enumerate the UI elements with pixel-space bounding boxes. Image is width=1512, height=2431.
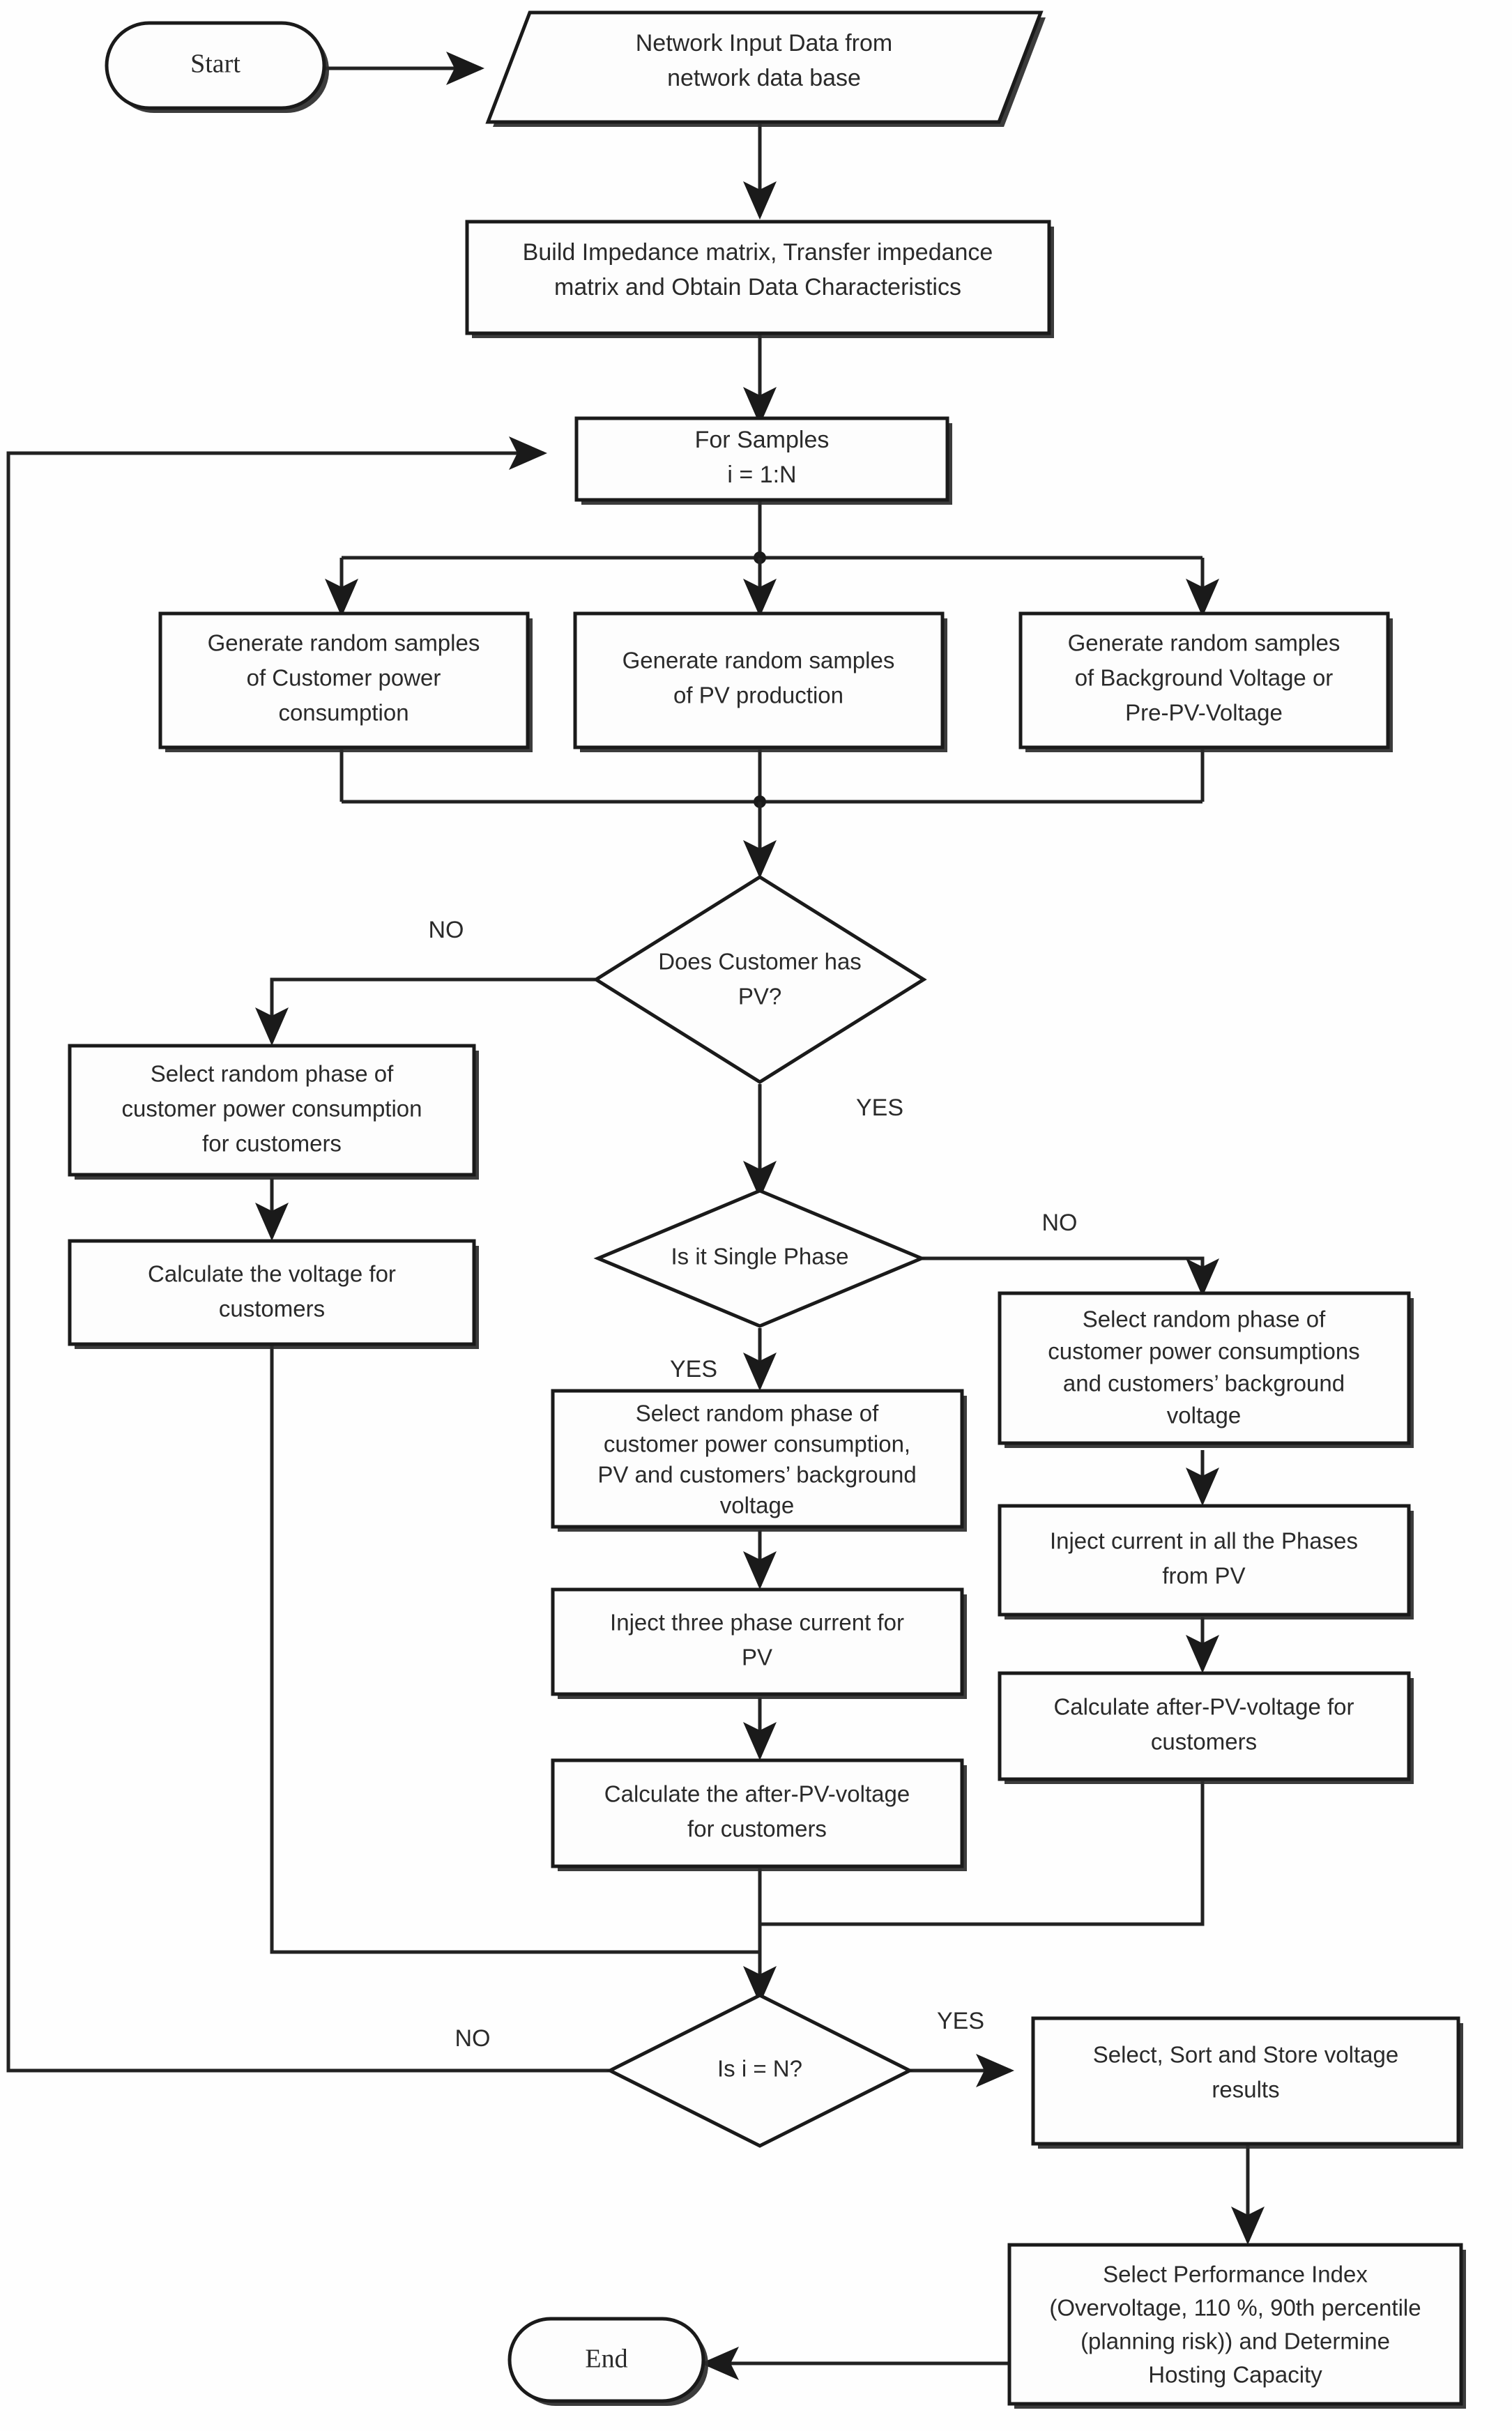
edge-single-no	[920, 1256, 1219, 1297]
node-start[interactable]: Start	[105, 21, 329, 113]
node-build-line1: Build Impedance matrix, Transfer impedan…	[523, 239, 993, 266]
node-single-phase[interactable]: Is it Single Phase	[593, 1189, 926, 1328]
edge-label-single-yes: YES	[670, 1356, 717, 1382]
node-haspv-line2: PV?	[738, 984, 781, 1009]
edge-label-isin-no: NO	[455, 2025, 491, 2052]
node-build-line2: matrix and Obtain Data Characteristics	[554, 274, 961, 300]
edge-calcvolt-to-merge	[270, 1346, 760, 1954]
node-input-data[interactable]: Network Input Data from network data bas…	[485, 10, 1046, 127]
node-inject3ph-line1: Inject three phase current for	[610, 1610, 904, 1636]
edge-label-haspv-no: NO	[429, 917, 464, 943]
node-selphase3ph-line1: Select random phase of	[1083, 1306, 1326, 1332]
edge-isin-no-loop	[6, 436, 613, 2073]
node-selphase3ph-line4: voltage	[1167, 1403, 1241, 1428]
node-selphase1ph-line2: customer power consumption,	[604, 1431, 910, 1457]
node-input-line2: network data base	[667, 65, 861, 91]
node-index-line2: (Overvoltage, 110 %, 90th percentile	[1049, 2295, 1421, 2321]
node-selphase3ph-line2: customer power consumptions	[1048, 1339, 1360, 1364]
edge-label-isin-yes: YES	[937, 2008, 984, 2034]
node-isin-line1: Is i = N?	[717, 2056, 802, 2082]
node-calcafterpv1ph-line2: for customers	[687, 1816, 827, 1842]
node-end[interactable]: End	[507, 2317, 708, 2406]
node-inject3ph-line2: PV	[742, 1645, 772, 1670]
node-inject-all[interactable]: Inject current in all the Phases from PV	[998, 1504, 1414, 1620]
node-haspv-line1: Does Customer has	[658, 949, 862, 975]
node-select-phase-3ph[interactable]: Select random phase of customer power co…	[998, 1291, 1414, 1448]
node-genpv-line1: Generate random samples	[623, 648, 895, 673]
node-has-pv[interactable]: Does Customer has PV?	[593, 875, 927, 1084]
connectors	[6, 52, 1265, 2380]
node-selphasenopv-line3: for customers	[202, 1131, 342, 1157]
node-index-line3: (planning risk)) and Determine	[1080, 2329, 1390, 2354]
edge-label-single-no: NO	[1042, 1210, 1078, 1236]
node-calc-afterpv-1ph[interactable]: Calculate the after-PV-voltage for custo…	[551, 1758, 967, 1871]
node-input-line1: Network Input Data from	[636, 30, 892, 56]
node-select-phase-1ph[interactable]: Select random phase of customer power co…	[551, 1389, 967, 1532]
node-performance-index[interactable]: Select Performance Index (Overvoltage, 1…	[1007, 2243, 1466, 2409]
node-singlephase-line1: Is it Single Phase	[671, 1244, 849, 1270]
node-selphase1ph-line4: voltage	[720, 1493, 794, 1518]
node-selphasenopv-line1: Select random phase of	[151, 1061, 394, 1087]
node-index-line4: Hosting Capacity	[1148, 2362, 1322, 2388]
node-gen-background[interactable]: Generate random samples of Background Vo…	[1018, 611, 1393, 752]
node-calcafterpv3ph-line2: customers	[1151, 1729, 1257, 1755]
node-selphase3ph-line3: and customers’ background	[1063, 1371, 1345, 1396]
node-end-label: End	[585, 2345, 627, 2374]
edge-haspv-no	[254, 977, 596, 1046]
node-for-line1: For Samples	[695, 427, 830, 453]
node-is-i-n[interactable]: Is i = N?	[606, 1993, 914, 2148]
node-calcafterpv1ph-line1: Calculate the after-PV-voltage	[604, 1781, 910, 1807]
node-gen-pv[interactable]: Generate random samples of PV production	[573, 611, 947, 752]
node-inject-3ph[interactable]: Inject three phase current for PV	[551, 1587, 967, 1699]
node-build-matrix[interactable]: Build Impedance matrix, Transfer impedan…	[465, 220, 1054, 338]
node-selphasenopv-line2: customer power consumption	[121, 1096, 422, 1122]
node-genbg-line3: Pre-PV-Voltage	[1125, 700, 1283, 726]
node-genbg-line2: of Background Voltage or	[1075, 665, 1334, 691]
node-gen-consumption[interactable]: Generate random samples of Customer powe…	[158, 611, 533, 752]
node-calcvoltnopv-line1: Calculate the voltage for	[148, 1261, 396, 1287]
node-genpv-line2: of PV production	[673, 683, 843, 708]
node-genconsumption-line3: consumption	[278, 700, 408, 726]
node-genbg-line1: Generate random samples	[1068, 630, 1341, 656]
node-injectall-line1: Inject current in all the Phases	[1050, 1528, 1358, 1554]
node-genconsumption-line1: Generate random samples	[208, 630, 480, 656]
node-injectall-line2: from PV	[1162, 1563, 1245, 1589]
node-for-samples[interactable]: For Samples i = 1:N	[574, 416, 952, 505]
node-store-line1: Select, Sort and Store voltage	[1093, 2042, 1398, 2068]
node-calcafterpv3ph-line1: Calculate after-PV-voltage for	[1053, 1694, 1354, 1720]
node-start-label: Start	[190, 49, 240, 79]
node-genconsumption-line2: of Customer power	[247, 665, 441, 691]
node-calc-voltage-nopv[interactable]: Calculate the voltage for customers	[68, 1239, 479, 1349]
node-store-line2: results	[1212, 2077, 1279, 2103]
node-select-phase-nopv[interactable]: Select random phase of customer power co…	[68, 1044, 479, 1180]
node-store-results[interactable]: Select, Sort and Store voltage results	[1031, 2016, 1463, 2149]
node-calcvoltnopv-line2: customers	[219, 1296, 325, 1322]
node-for-line2: i = 1:N	[727, 462, 796, 488]
node-index-line1: Select Performance Index	[1103, 2262, 1368, 2287]
node-calc-afterpv-3ph[interactable]: Calculate after-PV-voltage for customers	[998, 1671, 1414, 1784]
edge-label-haspv-yes: YES	[856, 1095, 903, 1121]
node-selphase1ph-line1: Select random phase of	[636, 1401, 879, 1426]
node-selphase1ph-line3: PV and customers’ background	[597, 1462, 916, 1488]
edge-calc3-to-merge	[760, 1781, 1205, 1926]
